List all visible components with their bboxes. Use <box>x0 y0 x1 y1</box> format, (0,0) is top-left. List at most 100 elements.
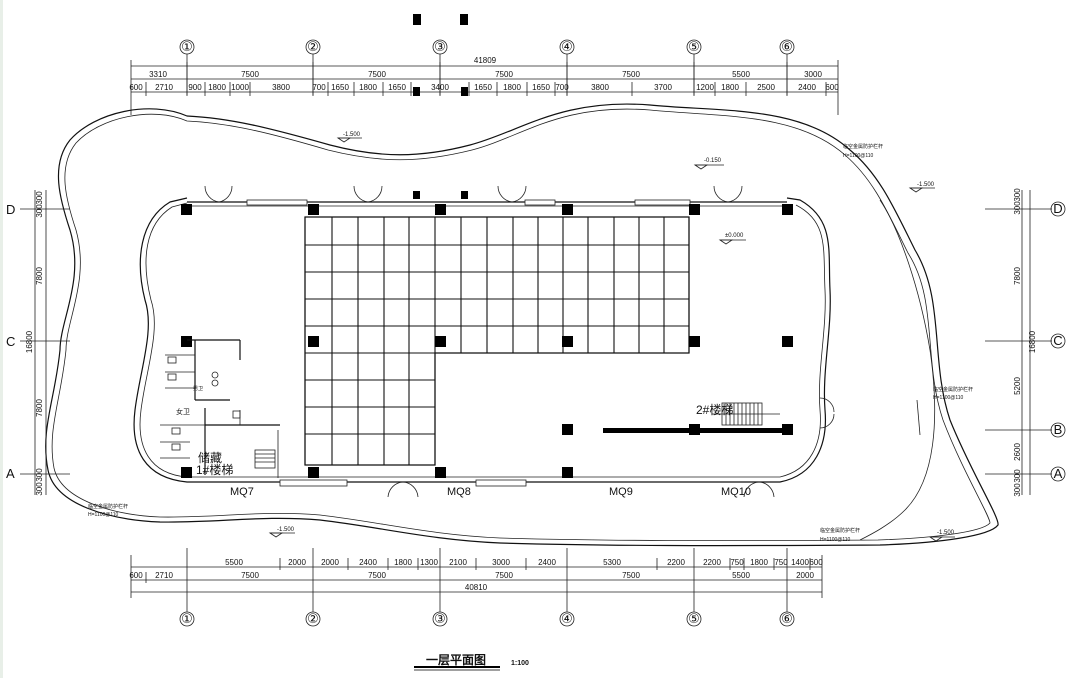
svg-text:H=1100@110: H=1100@110 <box>933 395 964 401</box>
svg-text:16800: 16800 <box>1028 330 1037 353</box>
bottom-total-dim: 40810 <box>465 583 488 592</box>
svg-text:3000: 3000 <box>492 558 510 567</box>
svg-text:300: 300 <box>1013 483 1022 497</box>
axis-bubbles-left: D C A 300 300 7800 16800 7800 300 300 <box>6 190 70 496</box>
svg-text:临空金属防护栏杆: 临空金属防护栏杆 <box>843 143 883 150</box>
top-dimensions: 41809 3310 7500 7500 7500 7500 5500 3000… <box>129 56 839 115</box>
svg-text:7500: 7500 <box>495 70 513 79</box>
svg-text:7800: 7800 <box>35 399 44 417</box>
bottom-dimensions: 5500 2000 2000 2400 1800 1300 2100 3000 … <box>129 548 823 598</box>
svg-text:16800: 16800 <box>25 330 34 353</box>
svg-text:750: 750 <box>774 558 788 567</box>
top-total-dim: 41809 <box>474 56 497 65</box>
svg-text:750: 750 <box>730 558 744 567</box>
svg-text:1800: 1800 <box>721 83 739 92</box>
svg-text:临空金属防护栏杆: 临空金属防护栏杆 <box>820 527 860 534</box>
axis-bubble-5-bottom: ⑤ <box>686 598 702 627</box>
level-marks: -1.500 -0.150 ±0.000 -1.500 -1.500 -1.50… <box>268 132 955 542</box>
svg-text:7500: 7500 <box>368 571 386 580</box>
svg-text:⑥: ⑥ <box>781 611 793 626</box>
drawing-scale: 1:100 <box>511 660 529 667</box>
axis-bubbles-bottom: ① ② ③ ④ ⑤ ⑥ <box>179 598 795 627</box>
drawing-title: 一层平面图 <box>426 653 486 667</box>
svg-text:2710: 2710 <box>155 571 173 580</box>
top-detail-dims: 600 2710 900 1800 1000 3800 700 1650 180… <box>129 83 839 92</box>
svg-text:5500: 5500 <box>732 70 750 79</box>
wall-segment <box>603 428 793 433</box>
stair-2: 2#楼梯 <box>696 402 780 426</box>
svg-text:MQ7: MQ7 <box>230 486 254 498</box>
top-bay-dims: 3310 7500 7500 7500 7500 5500 3000 <box>149 70 822 79</box>
svg-text:④: ④ <box>561 611 573 626</box>
svg-text:-0.150: -0.150 <box>704 158 722 164</box>
svg-text:2000: 2000 <box>321 558 339 567</box>
svg-text:H=1100@110: H=1100@110 <box>88 512 119 518</box>
svg-text:5300: 5300 <box>603 558 621 567</box>
svg-text:700: 700 <box>312 83 326 92</box>
svg-text:③: ③ <box>434 611 446 626</box>
svg-text:2000: 2000 <box>288 558 306 567</box>
svg-text:H=1100@110: H=1100@110 <box>820 537 851 543</box>
mark <box>413 14 421 25</box>
svg-text:7500: 7500 <box>622 571 640 580</box>
svg-text:2200: 2200 <box>703 558 721 567</box>
svg-text:1650: 1650 <box>388 83 406 92</box>
axis-D-right: D <box>1053 201 1062 216</box>
svg-text:MQ8: MQ8 <box>447 486 471 498</box>
svg-text:MQ9: MQ9 <box>609 486 633 498</box>
stair-1: 储藏 1#楼梯 <box>196 430 279 478</box>
toilets-block: 男卫 女卫 <box>160 339 280 475</box>
svg-text:7500: 7500 <box>241 70 259 79</box>
svg-text:2400: 2400 <box>538 558 556 567</box>
svg-text:7500: 7500 <box>495 571 513 580</box>
axis-B-right: B <box>1054 422 1063 437</box>
mark <box>460 14 468 25</box>
svg-text:300: 300 <box>1013 188 1022 202</box>
svg-text:3800: 3800 <box>272 83 290 92</box>
svg-text:7500: 7500 <box>241 571 259 580</box>
svg-text:5500: 5500 <box>225 558 243 567</box>
svg-text:3700: 3700 <box>654 83 672 92</box>
axis-bubble-3-bottom: ③ <box>432 598 448 627</box>
svg-text:1400: 1400 <box>791 558 809 567</box>
axis-bubble-1-bottom: ① <box>179 598 195 627</box>
page-edge <box>0 0 3 678</box>
axis-bubble-4-bottom: ④ <box>559 598 575 627</box>
svg-text:5500: 5500 <box>732 571 750 580</box>
svg-text:1800: 1800 <box>750 558 768 567</box>
svg-text:1200: 1200 <box>696 83 714 92</box>
svg-text:1300: 1300 <box>420 558 438 567</box>
svg-text:2400: 2400 <box>359 558 377 567</box>
axis-A-left: A <box>6 466 15 481</box>
svg-text:300: 300 <box>1013 201 1022 215</box>
svg-text:④: ④ <box>561 39 573 54</box>
svg-text:1800: 1800 <box>208 83 226 92</box>
svg-text:600: 600 <box>809 558 823 567</box>
svg-text:7800: 7800 <box>1013 267 1022 285</box>
svg-text:1650: 1650 <box>331 83 349 92</box>
curtain-wall-labels: MQ7 MQ8 MQ9 MQ10 <box>230 486 751 498</box>
svg-text:-1.500: -1.500 <box>343 132 361 138</box>
outer-boundary <box>45 103 999 547</box>
svg-text:1000: 1000 <box>231 83 249 92</box>
svg-text:300: 300 <box>35 468 44 482</box>
svg-text:H=1100@110: H=1100@110 <box>843 153 874 159</box>
women-room-label: 女卫 <box>176 407 190 416</box>
svg-text:7800: 7800 <box>35 267 44 285</box>
storage-label: 储藏 <box>198 450 222 465</box>
railing-notes: 临空金属防护栏杆 H=1100@110 临空金属防护栏杆 H=1100@110 … <box>88 143 973 543</box>
stair-1-label: 1#楼梯 <box>196 462 233 477</box>
svg-text:300: 300 <box>35 191 44 205</box>
svg-text:1800: 1800 <box>394 558 412 567</box>
svg-text:7500: 7500 <box>368 70 386 79</box>
svg-text:2600: 2600 <box>1013 443 1022 461</box>
axis-bubble-2-bottom: ② <box>305 598 321 627</box>
svg-text:②: ② <box>307 611 319 626</box>
svg-text:300: 300 <box>35 482 44 496</box>
drawing-title-block: 一层平面图 1:100 <box>414 653 529 671</box>
axis-bubble-6-bottom: ⑥ <box>779 598 795 627</box>
svg-text:1800: 1800 <box>503 83 521 92</box>
svg-text:2500: 2500 <box>757 83 775 92</box>
svg-text:1650: 1650 <box>474 83 492 92</box>
svg-text:③: ③ <box>434 39 446 54</box>
